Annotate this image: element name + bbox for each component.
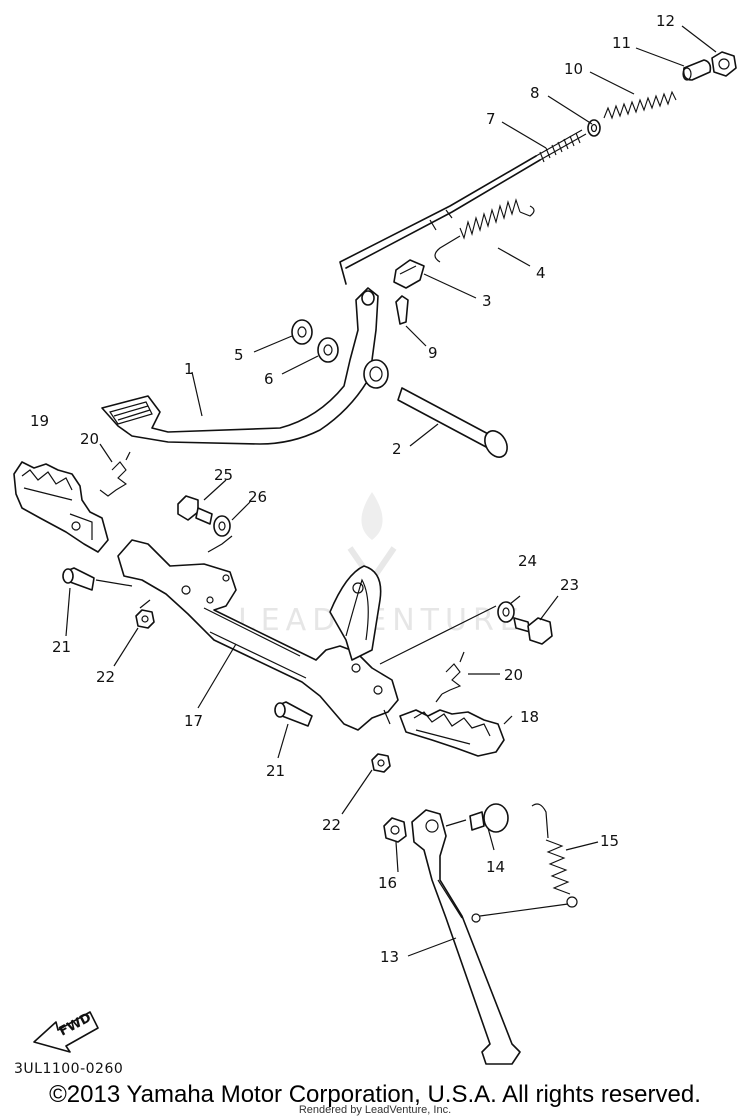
- part-22-nut-right[interactable]: [371, 753, 391, 773]
- part-26-washer[interactable]: [213, 515, 231, 537]
- part-22-nut-left[interactable]: [135, 609, 155, 629]
- callout-17: 17: [184, 712, 203, 730]
- part-15-spring[interactable]: [531, 803, 578, 908]
- part-20-spring-left[interactable]: [99, 451, 131, 497]
- part-4-spring[interactable]: [434, 198, 535, 263]
- part-14-bolt[interactable]: [469, 803, 509, 833]
- callout-7: 7: [486, 110, 496, 128]
- part-21-pin-left[interactable]: [62, 567, 95, 591]
- part-1-brake-pedal[interactable]: [101, 287, 389, 445]
- part-16-nut[interactable]: [383, 817, 407, 843]
- part-12-nut[interactable]: [711, 51, 737, 77]
- callout-16: 16: [378, 874, 397, 892]
- callout-20-lower: 20: [504, 666, 523, 684]
- copyright-text: ©2013 Yamaha Motor Corporation, U.S.A. A…: [49, 1081, 701, 1108]
- callout-19: 19: [30, 412, 49, 430]
- callout-20-upper: 20: [80, 430, 99, 448]
- part-20-spring-right[interactable]: [435, 651, 465, 703]
- part-9-cotter-pin[interactable]: [395, 295, 409, 325]
- watermark: LEADVENTURE: [238, 492, 525, 638]
- part-3-clevis[interactable]: [393, 259, 425, 289]
- callout-18: 18: [520, 708, 539, 726]
- callout-9: 9: [428, 344, 438, 362]
- callout-22-left: 22: [96, 668, 115, 686]
- callout-8: 8: [530, 84, 540, 102]
- callout-15: 15: [600, 832, 619, 850]
- watermark-text: LEADVENTURE: [238, 603, 525, 638]
- callout-11: 11: [612, 34, 631, 52]
- part-23-bolt[interactable]: [513, 617, 553, 645]
- part-13-sidestand[interactable]: [411, 809, 521, 1065]
- part-7-brake-rod[interactable]: [339, 129, 587, 285]
- callout-23: 23: [560, 576, 579, 594]
- part-21-pin-right[interactable]: [274, 701, 313, 727]
- part-11-pin[interactable]: [682, 59, 712, 81]
- callout-21-left: 21: [52, 638, 71, 656]
- diagram-code: 3UL1100-0260: [14, 1061, 123, 1077]
- part-10-spring[interactable]: [603, 90, 677, 120]
- callout-6: 6: [264, 370, 274, 388]
- part-25-bolt[interactable]: [177, 495, 213, 525]
- part-19-footrest-left[interactable]: [13, 461, 109, 553]
- leader-lines: [65, 25, 717, 957]
- callout-5: 5: [234, 346, 244, 364]
- callout-22-right: 22: [322, 816, 341, 834]
- callout-3: 3: [482, 292, 492, 310]
- callout-12: 12: [656, 12, 675, 30]
- part-24-washer[interactable]: [497, 601, 515, 623]
- part-18-footrest-right[interactable]: [399, 709, 505, 757]
- callout-25: 25: [214, 466, 233, 484]
- callout-13: 13: [380, 948, 399, 966]
- callout-14: 14: [486, 858, 505, 876]
- callout-21-right: 21: [266, 762, 285, 780]
- callout-4: 4: [536, 264, 546, 282]
- callout-26: 26: [248, 488, 267, 506]
- part-5-washer[interactable]: [291, 319, 313, 345]
- callout-10: 10: [564, 60, 583, 78]
- part-6-washer[interactable]: [317, 337, 339, 363]
- callout-24: 24: [518, 552, 537, 570]
- callout-2: 2: [392, 440, 402, 458]
- part-17-footrest-bracket[interactable]: [117, 539, 399, 731]
- callouts: 12 11 10 8 7 4 3 9 5 6 1 2 19 20 25 26 2…: [30, 12, 675, 966]
- forward-arrow-icon: FWD: [33, 1010, 99, 1053]
- part-2-pivot-shaft[interactable]: [397, 387, 512, 461]
- rendered-by-text: Rendered by LeadVenture, Inc.: [298, 1104, 452, 1116]
- callout-1: 1: [184, 360, 194, 378]
